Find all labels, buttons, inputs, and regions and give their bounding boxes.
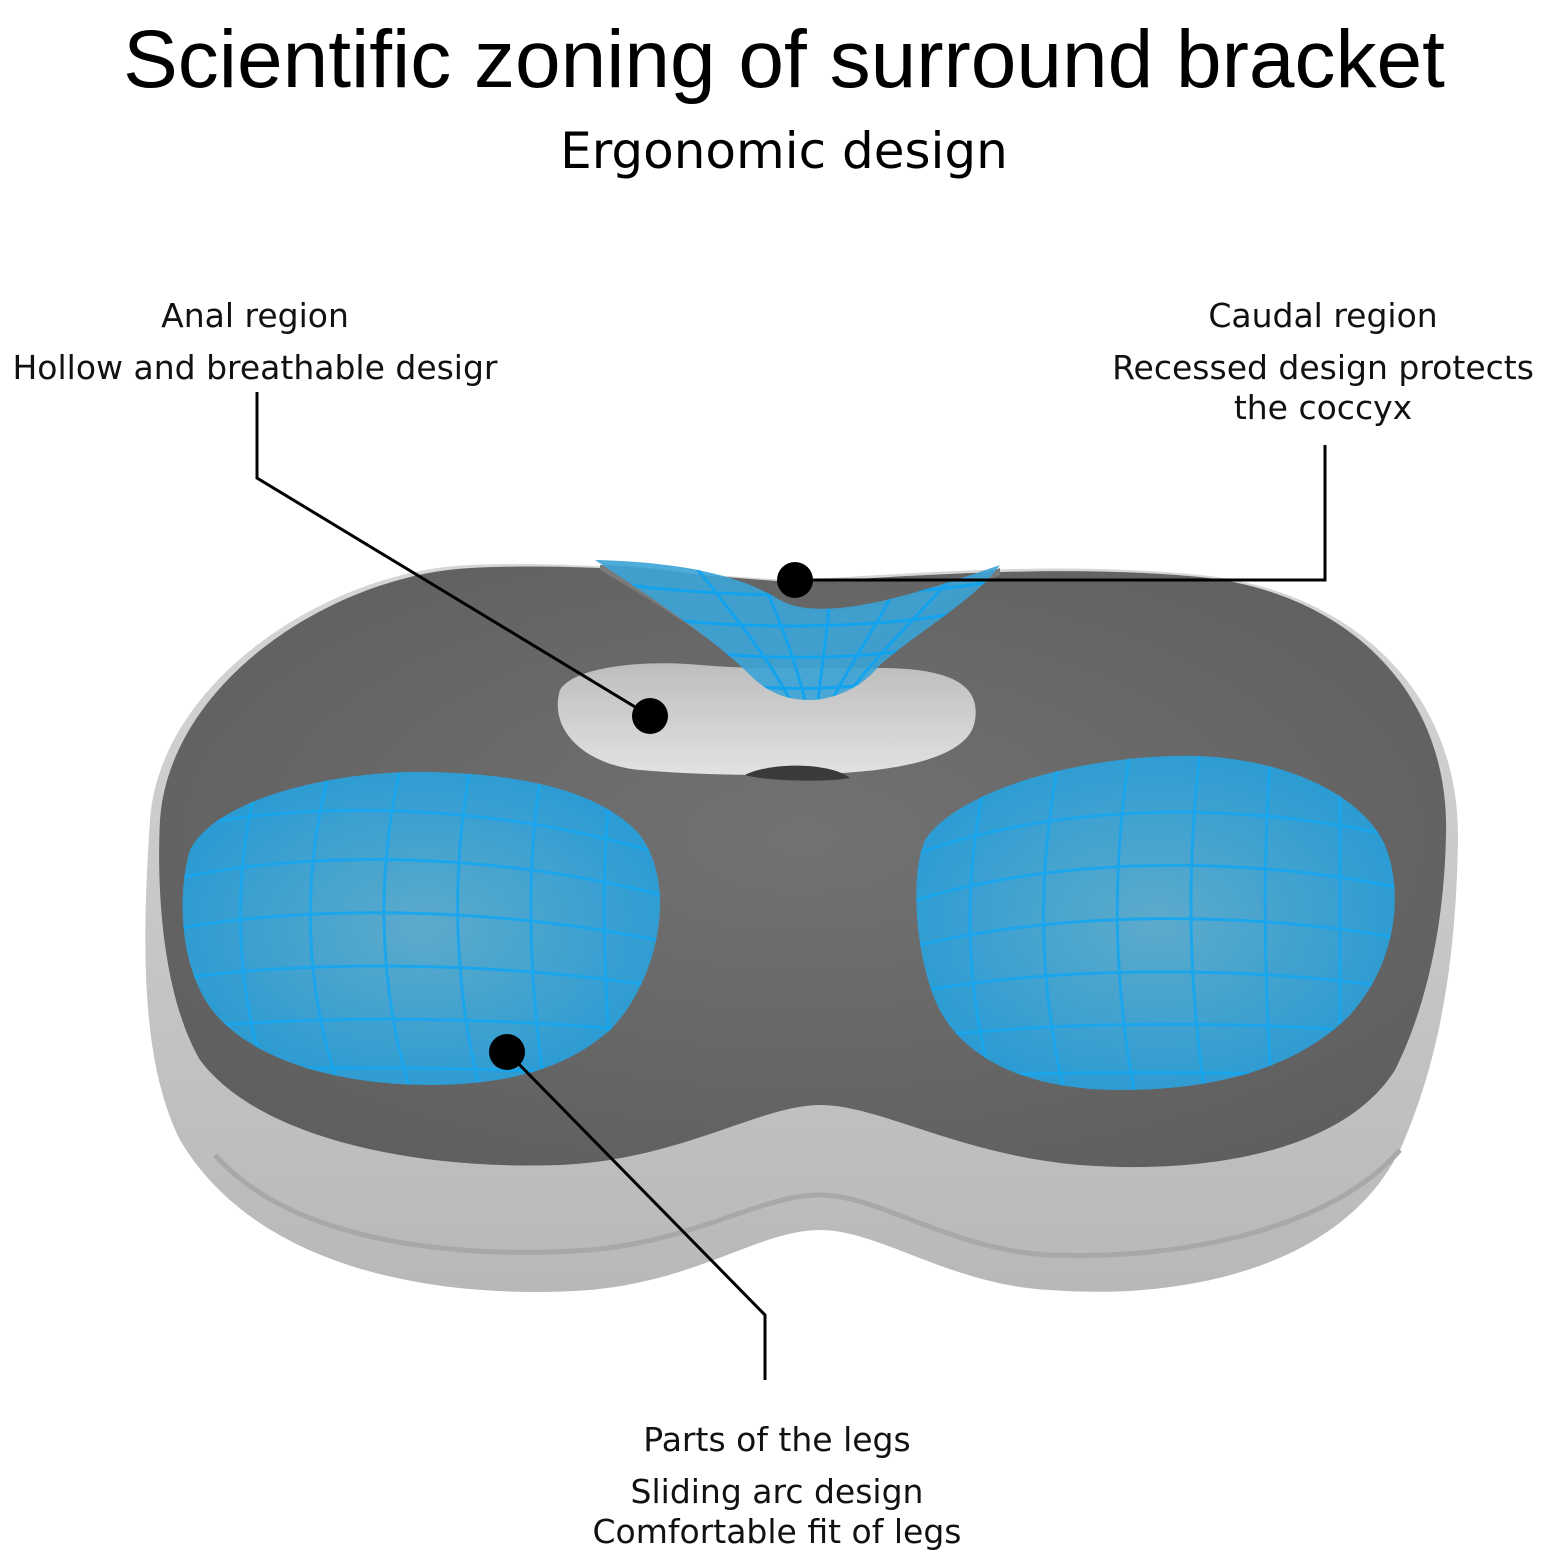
- anal-region-heading: Anal region: [161, 296, 349, 335]
- legs-leader-line: [505, 1050, 767, 1380]
- anal-marker-dot: [632, 698, 668, 734]
- anal-hollow: [557, 663, 976, 775]
- legs-marker-dot: [489, 1034, 525, 1070]
- anal-region-description: Hollow and breathable desigr: [12, 348, 498, 387]
- caudal-region-heading: Caudal region: [1208, 296, 1438, 335]
- caudal-region-description-line1: Recessed design protects: [1112, 348, 1534, 387]
- anal-leader-line: [255, 392, 651, 718]
- caudal-marker-dot: [777, 562, 813, 598]
- callout-legs-region: Parts of the legs Sliding arc design Com…: [577, 1420, 977, 1552]
- legs-region-description-line1: Sliding arc design: [630, 1472, 924, 1511]
- callout-anal-region: Anal region Hollow and breathable desigr: [5, 296, 505, 388]
- page-title: Scientific zoning of surround bracket: [123, 14, 1445, 105]
- zipper-seam: [213, 1148, 1402, 1258]
- leader-lines: [255, 392, 1327, 1380]
- legs-region-heading: Parts of the legs: [643, 1420, 911, 1459]
- caudal-leader-line: [795, 445, 1327, 582]
- callout-caudal-region: Caudal region Recessed design protects t…: [1108, 296, 1538, 428]
- page-subtitle: Ergonomic design: [560, 122, 1008, 180]
- anal-hollow-shadow: [745, 765, 850, 781]
- caudal-region-description-line2: the coccyx: [1233, 388, 1413, 427]
- right-leg-pad: [916, 755, 1395, 1090]
- legs-region-description-line2: Comfortable fit of legs: [592, 1512, 962, 1551]
